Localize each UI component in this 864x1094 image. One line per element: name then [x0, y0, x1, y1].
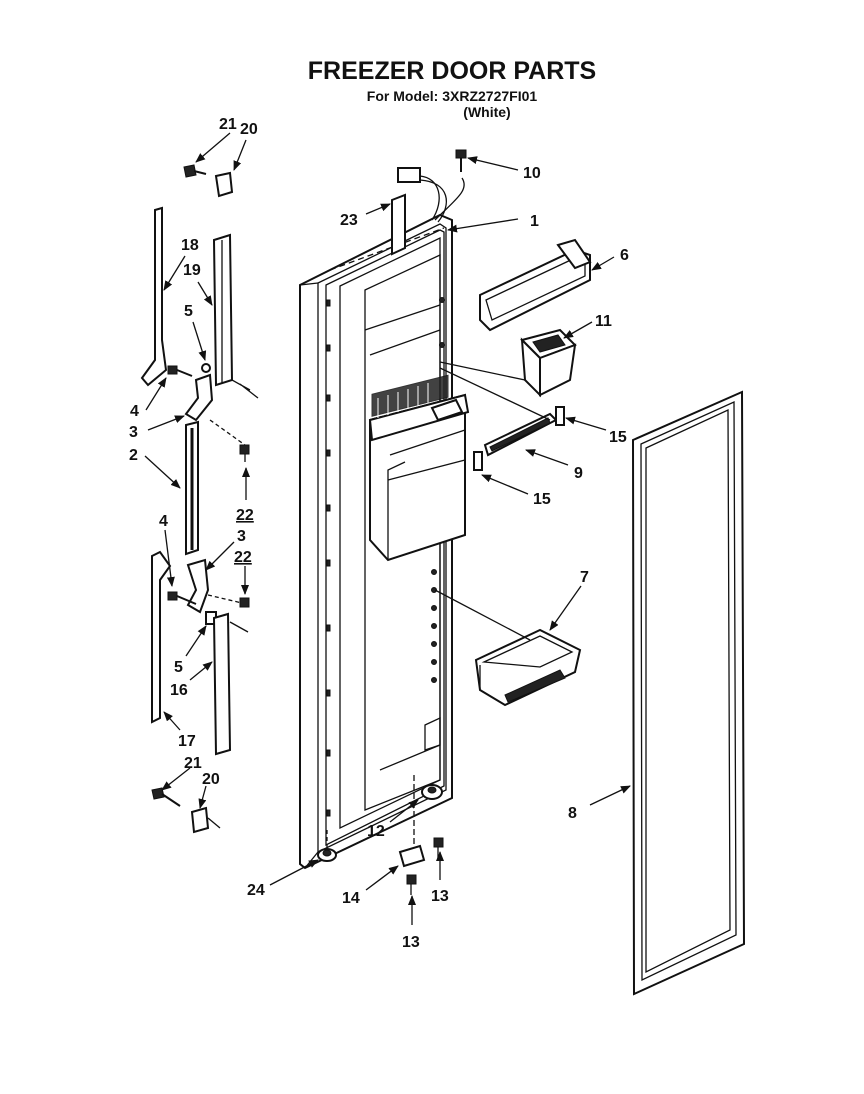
ice-chute-11 — [520, 328, 577, 398]
bushing-upper-5 — [201, 363, 211, 373]
callout-23: 23 — [340, 212, 358, 229]
trim-clip-upper — [555, 406, 565, 426]
hinge-channel-19 — [212, 233, 259, 399]
wire-harness — [397, 167, 465, 223]
hinge-channel-16 — [212, 612, 249, 756]
callout-22-lower: 22 — [234, 549, 252, 566]
callout-17: 17 — [178, 733, 196, 750]
door-side-holes — [326, 299, 331, 817]
dispenser-grille — [371, 374, 449, 418]
leader-arrows — [144, 132, 631, 925]
screw-upper-4 — [167, 365, 193, 377]
callout-2: 2 — [129, 447, 138, 464]
callout-10: 10 — [523, 165, 541, 182]
callout-13-upper: 13 — [431, 888, 449, 905]
callout-5-lower: 5 — [174, 659, 183, 676]
top-hinge-screw-21 — [183, 164, 207, 178]
callout-1: 1 — [530, 213, 539, 230]
dispenser-trim-9 — [483, 412, 558, 457]
bottom-bracket-14 — [398, 844, 426, 868]
callout-14: 14 — [342, 890, 360, 907]
diagram-title: FREEZER DOOR PARTS — [308, 57, 596, 85]
screw-10 — [455, 149, 467, 172]
callout-9: 9 — [574, 465, 583, 482]
door-bin-6 — [479, 238, 592, 332]
color-label: (White) — [463, 104, 510, 120]
shelf-bin-7 — [474, 628, 582, 707]
hinge-lead-upper — [209, 419, 246, 446]
callout-24: 24 — [247, 882, 265, 899]
trim-lead — [439, 367, 551, 421]
screw-upper-22 — [239, 444, 250, 462]
callout-20-top: 20 — [240, 121, 258, 138]
door-trim-strip-17 — [151, 550, 172, 724]
ice-chute-lead — [439, 361, 526, 381]
hinge-trim-2 — [185, 420, 199, 556]
callout-6: 6 — [620, 247, 629, 264]
door-gasket-8 — [631, 390, 746, 996]
hinge-bracket-lower-3 — [186, 558, 210, 614]
callout-13-lower: 13 — [402, 934, 420, 951]
top-hinge-cap-20 — [214, 171, 234, 198]
callout-11: 11 — [595, 313, 612, 330]
hinge-lead-lower — [207, 594, 243, 604]
screw-lower-4 — [167, 591, 197, 605]
callout-8: 8 — [568, 805, 577, 822]
channel-23 — [391, 193, 406, 256]
callout-21-top: 21 — [219, 116, 237, 133]
callout-22-upper: 22 — [236, 507, 254, 524]
dispenser-housing — [368, 374, 470, 562]
callout-21-bottom: 21 — [184, 755, 202, 772]
callout-labels: 1 2 3 3 4 4 5 5 6 7 8 9 10 11 12 13 13 1… — [129, 116, 629, 951]
callout-20-bottom: 20 — [202, 771, 220, 788]
callout-3-lower: 3 — [237, 528, 246, 545]
door-shelf-holes — [431, 297, 445, 683]
trim-clip-lower — [473, 451, 483, 471]
callout-4-upper: 4 — [130, 403, 139, 420]
screw-lower-13 — [406, 874, 417, 895]
callout-7: 7 — [580, 569, 589, 586]
callout-16: 16 — [170, 682, 188, 699]
model-number: For Model: 3XRZ2727FI01 — [367, 88, 538, 104]
callout-15-lower: 15 — [533, 491, 551, 508]
shelf-bin-lead — [434, 589, 531, 641]
screw-lower-22 — [239, 597, 250, 608]
callout-5-upper: 5 — [184, 303, 193, 320]
callout-12: 12 — [367, 823, 385, 840]
callout-19: 19 — [183, 262, 201, 279]
callout-15-upper: 15 — [609, 429, 627, 446]
callout-4-lower: 4 — [159, 513, 168, 530]
door-stop-24 — [317, 848, 337, 862]
hinge-pin-bushing-12 — [421, 784, 443, 800]
bottom-hinge-screw-21 — [151, 787, 181, 807]
callout-3-upper: 3 — [129, 424, 138, 441]
door-trim-strip-18 — [140, 206, 168, 387]
hinge-bracket-upper-3 — [184, 373, 214, 422]
callout-18: 18 — [181, 237, 199, 254]
screw-upper-13 — [433, 837, 444, 858]
bottom-hinge-cap-20 — [190, 806, 221, 834]
